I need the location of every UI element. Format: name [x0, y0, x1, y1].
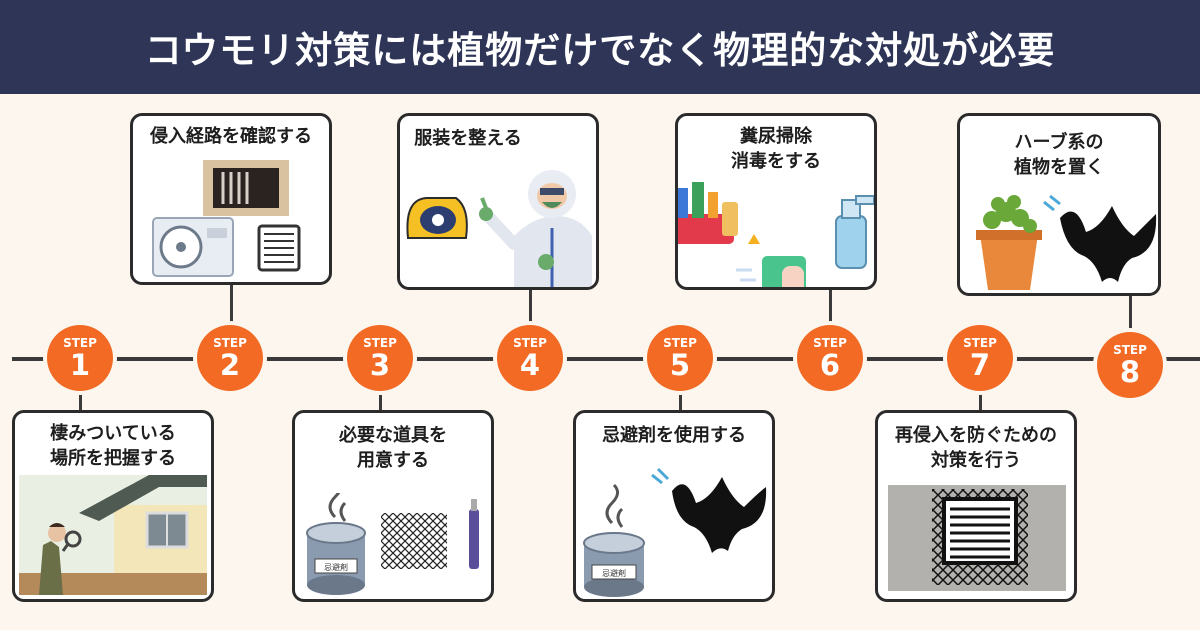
step-label: STEP: [663, 336, 697, 350]
vent-and-aircon-illustration: [152, 160, 301, 277]
step-7-badge: STEP 7: [947, 325, 1013, 391]
step-number: 6: [819, 348, 841, 382]
step-label: STEP: [63, 336, 97, 350]
vent-mesh-illustration: [888, 485, 1066, 591]
header-banner: コウモリ対策には植物だけでなく物理的な対処が必要: [0, 0, 1200, 94]
step-6-card: 糞尿掃除 消毒をする: [675, 113, 877, 290]
step-3-badge: STEP 3: [347, 325, 413, 391]
step-number: 7: [969, 348, 991, 382]
step-label: STEP: [813, 336, 847, 350]
timeline-line: [12, 357, 1200, 361]
herb-and-bat-illustration: [976, 194, 1157, 290]
step-7-title: 再侵入を防ぐための 対策を行う: [895, 425, 1057, 471]
repellent-and-bat-illustration: 忌避剤: [583, 467, 767, 597]
can-label: 忌避剤: [602, 568, 626, 578]
step-4-title: 服装を整える: [414, 128, 522, 149]
step-5-card: 忌避剤を使用する 忌避剤: [573, 410, 775, 602]
step-number: 1: [69, 348, 91, 382]
step-2-title: 侵入経路を確認する: [150, 126, 312, 147]
house-inspection-illustration: [19, 475, 207, 595]
step-1-title: 棲みついている 場所を把握する: [50, 423, 176, 469]
step-3-title: 必要な道具を 用意する: [339, 425, 447, 471]
step-8-card: ハーブ系の 植物を置く: [957, 113, 1161, 296]
step-2-badge: STEP 2: [197, 325, 263, 391]
can-label: 忌避剤: [324, 562, 348, 572]
step-number: 8: [1119, 355, 1141, 389]
step-1-badge: STEP 1: [47, 325, 113, 391]
connector-6: [829, 290, 832, 357]
step-label: STEP: [363, 336, 397, 350]
step-1-card: 棲みついている 場所を把握する: [12, 410, 214, 602]
step-label: STEP: [963, 336, 997, 350]
step-number: 4: [519, 348, 541, 382]
page-title: コウモリ対策には植物だけでなく物理的な対処が必要: [144, 29, 1056, 72]
step-3-card: 必要な道具を 用意する 忌避剤: [292, 410, 494, 602]
cleaning-supplies-illustration: [678, 182, 874, 287]
step-8-badge: STEP 8: [1097, 332, 1163, 398]
step-number: 5: [669, 348, 691, 382]
step-label: STEP: [213, 336, 247, 350]
step-6-title: 糞尿掃除 消毒をする: [731, 126, 821, 172]
step-label: STEP: [1113, 343, 1147, 357]
step-5-badge: STEP 5: [647, 325, 713, 391]
connector-4: [529, 290, 532, 357]
protective-gear-illustration: [406, 170, 592, 287]
step-4-card: 服装を整える: [397, 113, 599, 290]
step-5-title: 忌避剤を使用する: [602, 425, 746, 446]
step-8-title: ハーブ系の 植物を置く: [1014, 132, 1104, 178]
step-label: STEP: [513, 336, 547, 350]
step-2-card: 侵入経路を確認する: [130, 113, 332, 285]
step-6-badge: STEP 6: [797, 325, 863, 391]
connector-2: [230, 285, 233, 357]
connector-8: [1129, 296, 1132, 357]
step-4-badge: STEP 4: [497, 325, 563, 391]
step-number: 3: [369, 348, 391, 382]
tools-illustration: 忌避剤: [306, 493, 479, 595]
step-7-card: 再侵入を防ぐための 対策を行う: [875, 410, 1077, 602]
step-number: 2: [219, 348, 241, 382]
